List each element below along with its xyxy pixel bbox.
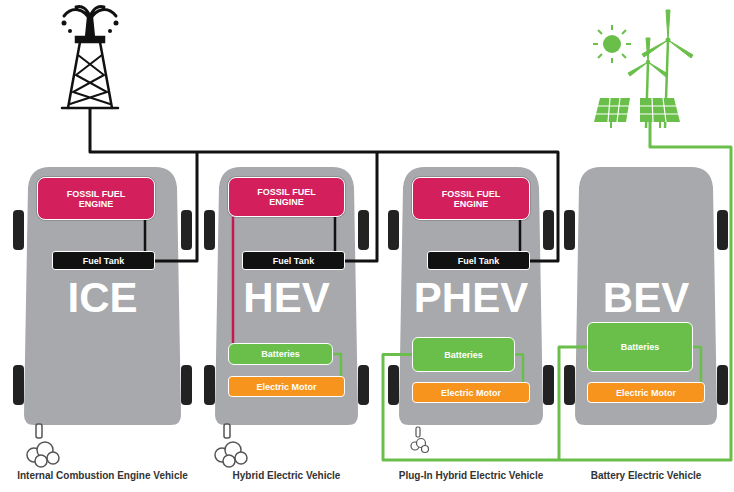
- component-label: FOSSIL FUEL ENGINE: [437, 189, 505, 209]
- car-wheels: [13, 365, 24, 405]
- car-wheels: [388, 210, 399, 250]
- car-wheels: [358, 365, 369, 405]
- car-wheels: [181, 365, 192, 405]
- battery-box: Batteries: [412, 337, 515, 372]
- exhaust-puff: [223, 455, 235, 467]
- car-wheels: [358, 210, 369, 250]
- renewable-energy: [611, 122, 660, 128]
- electric-grid-line: [383, 122, 731, 460]
- vehicle-caption: Battery Electric Vehicle: [526, 470, 734, 482]
- car-wheels: [543, 365, 554, 405]
- vehicle-abbreviation: ICE: [22, 275, 183, 321]
- exhaust-puff: [416, 427, 420, 437]
- component-label: FOSSIL FUEL ENGINE: [253, 187, 320, 207]
- engine-box: FOSSIL FUEL ENGINE: [412, 177, 530, 220]
- renewable-energy: [666, 38, 671, 43]
- component-label: Batteries: [261, 349, 300, 359]
- electric-grid-line: [383, 122, 731, 460]
- vehicle-caption: Plug-In Hybrid Electric Vehicle: [351, 470, 591, 482]
- renewable-energy: [594, 98, 630, 122]
- oil-derrick: [108, 29, 112, 33]
- car-wheels: [717, 365, 728, 405]
- component-label: Batteries: [621, 342, 660, 352]
- car-wheels: [717, 210, 728, 250]
- component-label: Batteries: [444, 350, 483, 360]
- component-label: Electric Motor: [256, 382, 316, 392]
- fuel-tank-box: Fuel Tank: [427, 251, 530, 270]
- vehicle-abbreviation: PHEV: [397, 275, 545, 321]
- battery-box: Batteries: [587, 322, 693, 372]
- oil-derrick: [62, 6, 119, 108]
- exhaust-puff: [235, 452, 247, 464]
- battery-box: Batteries: [228, 343, 333, 365]
- oil-derrick: [114, 21, 119, 26]
- vehicle-abbreviation: HEV: [213, 275, 360, 321]
- exhaust-puff: [422, 446, 429, 453]
- car-wheels: [543, 210, 554, 250]
- renewable-energy: [595, 98, 678, 122]
- vehicle-abbreviation: BEV: [573, 275, 719, 321]
- vehicle-body: BEVBattery Electric VehicleBatteriesElec…: [573, 165, 719, 425]
- vehicle-caption: Hybrid Electric Vehicle: [167, 470, 407, 482]
- component-label: Fuel Tank: [83, 256, 124, 266]
- oil-derrick: [64, 6, 116, 20]
- component-label: Electric Motor: [616, 388, 676, 398]
- car-wheels: [204, 210, 215, 250]
- renewable-energy: [593, 10, 693, 128]
- oil-derrick: [62, 21, 67, 26]
- motor-box: Electric Motor: [412, 382, 530, 403]
- connector: [232, 217, 235, 343]
- connector: [144, 220, 147, 251]
- exhaust-puff: [27, 424, 429, 467]
- car-wheels: [204, 365, 215, 405]
- renewable-energy: [628, 38, 668, 77]
- oil-derrick: [70, 55, 110, 104]
- engine-box: FOSSIL FUEL ENGINE: [37, 177, 155, 220]
- vehicle-body: ICEInternal Combustion Engine VehicleFOS…: [22, 165, 183, 425]
- exhaust-puff: [35, 455, 47, 467]
- component-label: Fuel Tank: [273, 256, 314, 266]
- component-label: Electric Motor: [441, 388, 501, 398]
- motor-box: Electric Motor: [228, 376, 345, 397]
- engine-box: FOSSIL FUEL ENGINE: [228, 177, 345, 217]
- oil-derrick: [68, 29, 72, 33]
- renewable-energy: [646, 60, 650, 64]
- motor-box: Electric Motor: [587, 382, 705, 403]
- renewable-energy: [642, 10, 693, 58]
- car-wheels: [564, 210, 575, 250]
- car-wheels: [13, 210, 24, 250]
- renewable-energy: [640, 98, 680, 122]
- exhaust-puff: [36, 424, 42, 438]
- exhaust-puff: [224, 424, 230, 438]
- connector: [334, 217, 337, 251]
- vehicle-body: PHEVPlug-In Hybrid Electric VehicleFOSSI…: [397, 165, 545, 425]
- oil-derrick: [68, 42, 112, 108]
- renewable-energy: [593, 25, 631, 63]
- vehicle-caption: Internal Combustion Engine Vehicle: [0, 470, 223, 482]
- vehicle-body: HEVHybrid Electric VehicleFOSSIL FUEL EN…: [213, 165, 360, 425]
- car-wheels: [564, 365, 575, 405]
- car-wheels: [388, 365, 399, 405]
- car-wheels: [181, 210, 192, 250]
- component-label: Fuel Tank: [458, 256, 499, 266]
- connector: [519, 220, 522, 251]
- component-label: FOSSIL FUEL ENGINE: [62, 189, 130, 209]
- exhaust-puff: [47, 452, 59, 464]
- fuel-tank-box: Fuel Tank: [52, 251, 155, 270]
- renewable-energy: [603, 35, 621, 53]
- fuel-tank-box: Fuel Tank: [242, 251, 345, 270]
